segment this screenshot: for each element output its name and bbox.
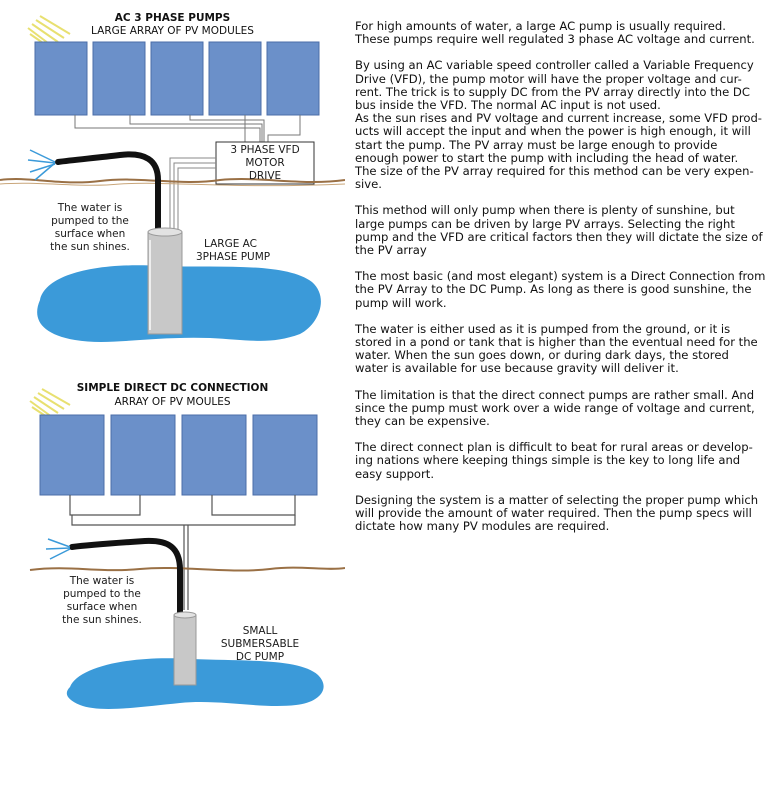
sun-rays-icon <box>29 388 71 424</box>
article-text: For high amounts of water, a large AC pu… <box>355 19 775 547</box>
paragraph-line: ing nations where keeping things simple … <box>355 453 741 468</box>
paragraph: The limitation is that the direct connec… <box>355 387 775 429</box>
pv-module <box>252 414 318 496</box>
large-ac-pump <box>147 227 183 335</box>
pv-array <box>39 414 318 496</box>
water-spray-icon <box>27 149 56 181</box>
discharge-pipe <box>69 537 183 618</box>
paragraph-line: sive. <box>355 177 382 192</box>
paragraph-line: By using an AC variable speed controller… <box>355 58 754 73</box>
paragraph-line: large pumps can be driven by large PV ar… <box>355 216 735 231</box>
paragraph-line: pump and the VFD are critical factors th… <box>355 229 763 244</box>
paragraph: This method will only pump when there is… <box>355 204 775 257</box>
paragraph-line: bus inside the VFD. The normal AC input … <box>355 98 661 113</box>
paragraph-line: pump will work. <box>355 295 447 310</box>
paragraph: By using an AC variable speed controller… <box>355 59 775 191</box>
discharge-pipe <box>55 151 161 235</box>
paragraph: The direct connect plan is difficult to … <box>355 441 775 481</box>
ac-pump-diagram: AC 3 PHASE PUMPS LARGE ARRAY OF PV MODUL… <box>0 0 345 360</box>
pv-module <box>110 414 176 496</box>
paragraph-line: dictate how many PV modules are required… <box>355 519 610 534</box>
paragraph-line: The direct connect plan is difficult to … <box>355 440 753 455</box>
vfd-label: 3 PHASE VFD MOTOR DRIVE <box>230 144 300 182</box>
ground-line <box>0 178 345 184</box>
dc-diagram-title: SIMPLE DIRECT DC CONNECTION <box>76 382 269 394</box>
ground-line <box>29 566 345 572</box>
dc-diagram-subtitle: ARRAY OF PV MOULES <box>114 396 231 408</box>
paragraph-line: the PV Array to the DC Pump. As long as … <box>355 282 752 297</box>
paragraph-line: water. When the sun goes down, or during… <box>355 348 729 363</box>
paragraph-line: rent. The trick is to supply DC from the… <box>355 84 750 99</box>
pv-module <box>92 41 146 116</box>
paragraph: The most basic (and most elegant) system… <box>355 270 775 310</box>
paragraph-line: easy support. <box>355 466 435 481</box>
paragraph-line: stored in a pond or tank that is higher … <box>355 335 758 350</box>
ac-wires <box>169 157 216 230</box>
dc-diagram-graphic <box>29 388 345 709</box>
dc-wires <box>74 115 301 142</box>
water-note: The water is pumped to the surface when … <box>50 202 130 253</box>
paragraph: For high amounts of water, a large AC pu… <box>355 19 775 47</box>
paragraph-line: enough power to start the pump with incl… <box>355 150 739 165</box>
pv-array <box>34 41 320 116</box>
paragraph-line: Designing the system is a matter of sele… <box>355 492 759 507</box>
water-spray-icon <box>45 538 71 560</box>
paragraph-line: The water is either used as it is pumped… <box>355 321 731 336</box>
paragraph-line: This method will only pump when there is… <box>355 203 735 218</box>
pump-label: SMALL SUBMERSABLE DC PUMP <box>220 625 300 663</box>
ac-diagram-title: AC 3 PHASE PUMPS <box>114 12 231 24</box>
ac-diagram-subtitle: LARGE ARRAY OF PV MODULES <box>91 25 254 37</box>
pv-module <box>34 41 88 116</box>
paragraph: Designing the system is a matter of sele… <box>355 492 775 534</box>
pv-module <box>266 41 320 116</box>
paragraph-line: The size of the PV array required for th… <box>355 164 754 179</box>
paragraph-line: Drive (VFD), the pump motor will have th… <box>355 71 742 86</box>
paragraph-line: ucts will accept the input and when the … <box>355 124 751 139</box>
pump-label: LARGE AC 3PHASE PUMP <box>196 238 271 263</box>
dc-pump-diagram: SIMPLE DIRECT DC CONNECTION ARRAY OF PV … <box>0 375 345 715</box>
paragraph-line: For high amounts of water, a large AC pu… <box>355 19 726 33</box>
water-note: The water is pumped to the surface when … <box>62 575 142 626</box>
pv-module <box>181 414 247 496</box>
ac-diagram-graphic <box>0 15 345 342</box>
pv-module <box>150 41 204 116</box>
pv-module <box>39 414 105 496</box>
pv-module <box>208 41 262 116</box>
paragraph-line: The most basic (and most elegant) system… <box>355 269 766 284</box>
paragraph-line: These pumps require well regulated 3 pha… <box>355 32 755 47</box>
paragraph-line: since the pump must work over a wide ran… <box>355 400 755 415</box>
paragraph-line: start the pump. The PV array must be lar… <box>355 137 718 152</box>
paragraph-line: The limitation is that the direct connec… <box>355 387 755 402</box>
paragraph: The water is either used as it is pumped… <box>355 321 775 376</box>
paragraph-line: As the sun rises and PV voltage and curr… <box>355 111 762 126</box>
paragraph-line: water is available for use because gravi… <box>355 361 679 376</box>
paragraph-line: they can be expensive. <box>355 414 490 429</box>
paragraph-line: will provide the amount of water require… <box>355 506 752 521</box>
small-dc-pump <box>173 611 197 686</box>
paragraph-line: the PV array <box>355 243 427 258</box>
